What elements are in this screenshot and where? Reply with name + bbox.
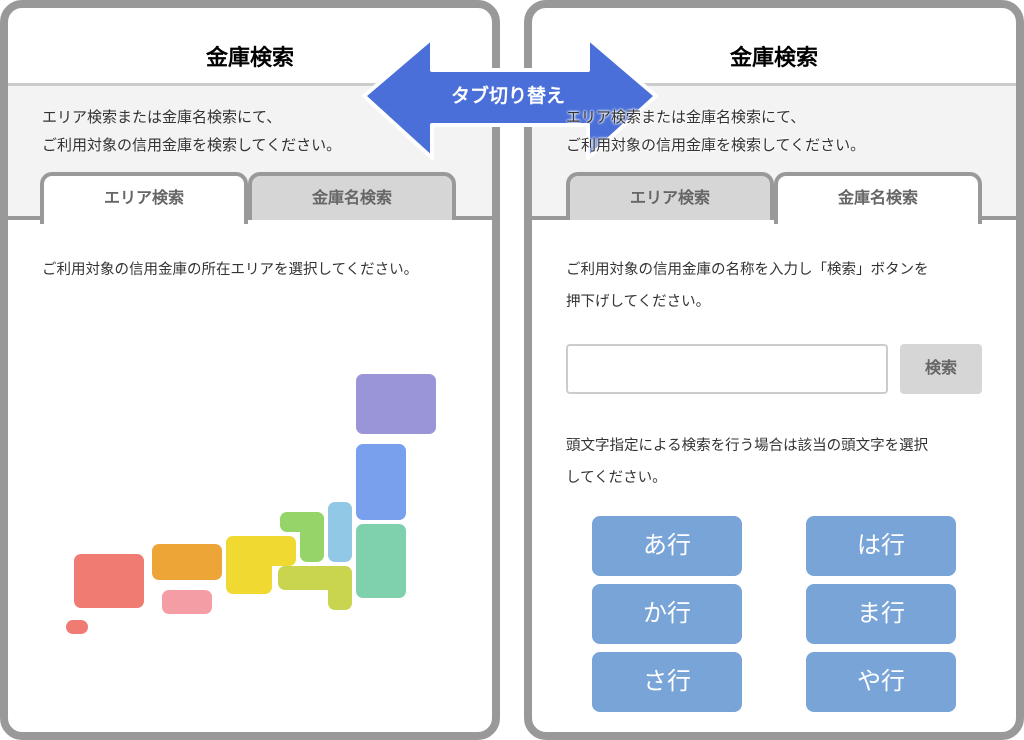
desc-line: 頭文字指定による検索を行う場合は該当の頭文字を選択 bbox=[566, 438, 929, 454]
map-region-kyushu[interactable] bbox=[74, 554, 144, 608]
map-region-hokuriku[interactable] bbox=[328, 502, 352, 562]
search-button[interactable]: 検索 bbox=[900, 344, 982, 394]
desc-line: ご利用対象の信用金庫の名称を入力し「検索」ボタンを bbox=[566, 262, 929, 278]
tab-switch-label: タブ切り替え bbox=[450, 86, 565, 107]
tab-area-search[interactable]: エリア検索 bbox=[566, 172, 774, 220]
intro-text: エリア検索または金庫名検索にて、ご利用対象の信用金庫を検索してください。 bbox=[42, 104, 341, 160]
map-region-kinki[interactable] bbox=[226, 536, 272, 594]
intro-line: エリア検索または金庫名検索にて、 bbox=[42, 109, 282, 126]
initial-description: 頭文字指定による検索を行う場合は該当の頭文字を選択してください。 bbox=[566, 430, 928, 494]
kana-button-ma[interactable]: ま行 bbox=[806, 584, 956, 644]
kana-button-ya[interactable]: や行 bbox=[806, 652, 956, 712]
map-region-hokkaido[interactable] bbox=[356, 374, 436, 434]
tab-name-search[interactable]: 金庫名検索 bbox=[774, 172, 982, 224]
kana-button-sa[interactable]: さ行 bbox=[592, 652, 742, 712]
area-description: ご利用対象の信用金庫の所在エリアを選択してください。 bbox=[42, 262, 419, 278]
tab-switch-double-arrow-icon bbox=[362, 36, 658, 160]
page-title: 金庫検索 bbox=[8, 8, 492, 86]
kana-button-a[interactable]: あ行 bbox=[592, 516, 742, 576]
right-panel-name-search: 金庫検索 エリア検索または金庫名検索にて、ご利用対象の信用金庫を検索してください… bbox=[524, 0, 1024, 740]
map-region-tohoku[interactable] bbox=[356, 444, 406, 520]
name-description: ご利用対象の信用金庫の名称を入力し「検索」ボタンを押下げしてください。 bbox=[566, 254, 929, 318]
bank-name-input[interactable] bbox=[566, 344, 888, 394]
kana-button-ka[interactable]: か行 bbox=[592, 584, 742, 644]
map-region-kanto[interactable] bbox=[356, 524, 406, 598]
map-region-shikoku[interactable] bbox=[162, 590, 212, 614]
intro-text: エリア検索または金庫名検索にて、ご利用対象の信用金庫を検索してください。 bbox=[566, 104, 865, 160]
map-region-koshinetsu[interactable] bbox=[300, 512, 324, 562]
intro-line: ご利用対象の信用金庫を検索してください。 bbox=[566, 137, 866, 154]
tab-name-search[interactable]: 金庫名検索 bbox=[248, 172, 456, 220]
page-title: 金庫検索 bbox=[532, 8, 1016, 86]
kana-button-ha[interactable]: は行 bbox=[806, 516, 956, 576]
desc-line: してください。 bbox=[566, 470, 667, 486]
desc-line: 押下げしてください。 bbox=[566, 294, 711, 310]
map-region-tokai[interactable] bbox=[328, 566, 352, 610]
intro-line: エリア検索または金庫名検索にて、 bbox=[566, 109, 806, 126]
tab-area-search[interactable]: エリア検索 bbox=[40, 172, 248, 224]
map-region-okinawa[interactable] bbox=[66, 620, 88, 634]
map-region-chugoku[interactable] bbox=[152, 544, 222, 580]
intro-line: ご利用対象の信用金庫を検索してください。 bbox=[42, 137, 342, 154]
